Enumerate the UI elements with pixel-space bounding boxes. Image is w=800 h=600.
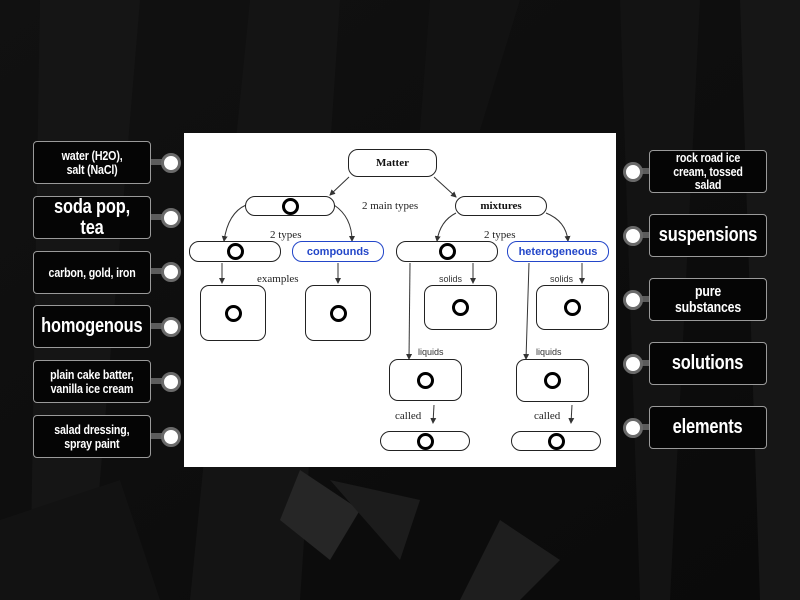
- drop-zone-elements-examples[interactable]: [200, 285, 266, 341]
- blank-slot-icon: [226, 243, 244, 260]
- connector-dot-icon[interactable]: [161, 153, 181, 173]
- connector-dot-icon[interactable]: [623, 418, 643, 438]
- arrow: [545, 212, 571, 242]
- connector: [151, 159, 167, 165]
- two-types-label: 2 types: [484, 229, 516, 241]
- solids-label: solids: [550, 274, 574, 284]
- card-label: water (H2O), salt (NaCl): [61, 147, 123, 177]
- card-label: suspensions: [658, 224, 758, 246]
- connector-dot-icon[interactable]: [161, 208, 181, 228]
- drop-zone-homogenous-liquids[interactable]: [389, 359, 462, 401]
- called-label: called: [534, 410, 561, 422]
- answer-card-pure-substances[interactable]: pure substances: [649, 278, 767, 321]
- node-label: compounds: [306, 245, 370, 258]
- answer-card-cake-batter[interactable]: plain cake batter, vanilla ice cream: [33, 360, 151, 403]
- connector-dot-icon[interactable]: [161, 372, 181, 392]
- answer-card-elements[interactable]: elements: [649, 406, 767, 449]
- drop-zone-heterogeneous-liquids[interactable]: [516, 359, 589, 402]
- arrow: [434, 212, 457, 242]
- arrow: [568, 404, 575, 424]
- drop-zone-homogenous[interactable]: [396, 241, 498, 262]
- node-mixtures: mixtures: [455, 196, 547, 216]
- connector: [151, 214, 167, 220]
- blank-slot-icon: [416, 432, 434, 450]
- answer-card-suspensions[interactable]: suspensions: [649, 214, 767, 257]
- solids-label: solids: [439, 274, 463, 284]
- connector-dot-icon[interactable]: [623, 354, 643, 374]
- blank-slot-icon: [544, 372, 561, 389]
- called-label: called: [395, 410, 422, 422]
- arrow: [433, 176, 457, 198]
- drop-zone-solutions[interactable]: [380, 431, 470, 451]
- card-label: carbon, gold, iron: [48, 264, 136, 280]
- blank-slot-icon: [224, 304, 242, 322]
- drop-zone-compounds-examples[interactable]: [305, 285, 371, 341]
- answer-card-soda-pop-tea[interactable]: soda pop, tea: [33, 196, 151, 239]
- node-compounds: compounds: [292, 241, 384, 262]
- arrow: [430, 404, 437, 424]
- drop-zone-heterogeneous-solids[interactable]: [536, 285, 609, 330]
- drop-zone-pure-substances[interactable]: [245, 196, 335, 216]
- diagram-arrows: [219, 176, 585, 424]
- node-heterogeneous: heterogeneous: [507, 241, 609, 262]
- answer-card-water-salt[interactable]: water (H2O), salt (NaCl): [33, 141, 151, 184]
- card-label: plain cake batter, vanilla ice cream: [50, 366, 134, 396]
- examples-label: examples: [257, 273, 299, 285]
- blank-slot-icon: [564, 299, 581, 316]
- two-types-label: 2 types: [270, 229, 302, 241]
- card-label: pure substances: [674, 282, 742, 316]
- arrow: [333, 204, 355, 242]
- connector-dot-icon[interactable]: [623, 226, 643, 246]
- connector: [151, 323, 167, 329]
- connector: [151, 378, 167, 384]
- blank-slot-icon: [281, 197, 299, 215]
- blank-slot-icon: [329, 304, 347, 322]
- answer-card-salad-dressing[interactable]: salad dressing, spray paint: [33, 415, 151, 458]
- card-label: elements: [673, 416, 743, 438]
- blank-slot-icon: [452, 299, 469, 316]
- answer-card-solutions[interactable]: solutions: [649, 342, 767, 385]
- connector-dot-icon[interactable]: [161, 427, 181, 447]
- drop-zone-elements[interactable]: [189, 241, 281, 262]
- connector: [151, 433, 167, 439]
- arrow: [406, 262, 413, 360]
- liquids-label: liquids: [418, 347, 444, 357]
- connector-dot-icon[interactable]: [623, 290, 643, 310]
- card-label: homogenous: [41, 315, 143, 337]
- card-label: rock road ice cream, tossed salad: [673, 150, 743, 193]
- card-label: soda pop, tea: [54, 195, 130, 239]
- drop-zone-suspensions[interactable]: [511, 431, 601, 451]
- node-label: Matter: [376, 157, 409, 169]
- blank-slot-icon: [417, 371, 434, 389]
- card-label: salad dressing, spray paint: [54, 421, 130, 451]
- connector-dot-icon[interactable]: [161, 262, 181, 282]
- blank-slot-icon: [438, 243, 456, 260]
- node-matter: Matter: [348, 149, 437, 177]
- connector: [151, 268, 167, 274]
- connector-dot-icon[interactable]: [623, 162, 643, 182]
- drop-zone-homogenous-solids[interactable]: [424, 285, 497, 330]
- arrow: [329, 176, 350, 196]
- answer-card-carbon-gold-iron[interactable]: carbon, gold, iron: [33, 251, 151, 294]
- liquids-label: liquids: [536, 347, 562, 357]
- answer-card-homogenous[interactable]: homogenous: [33, 305, 151, 348]
- node-label: heterogeneous: [518, 245, 598, 258]
- answer-card-rocky-road[interactable]: rock road ice cream, tossed salad: [649, 150, 767, 193]
- arrow: [221, 204, 247, 242]
- card-label: solutions: [672, 352, 744, 374]
- matter-concept-map: Matter 2 main types mixtures 2 types 2 t…: [184, 133, 616, 467]
- blank-slot-icon: [547, 432, 565, 450]
- connector-dot-icon[interactable]: [161, 317, 181, 337]
- arrow: [523, 262, 530, 360]
- node-label: mixtures: [480, 200, 522, 212]
- main-types-label: 2 main types: [362, 200, 419, 212]
